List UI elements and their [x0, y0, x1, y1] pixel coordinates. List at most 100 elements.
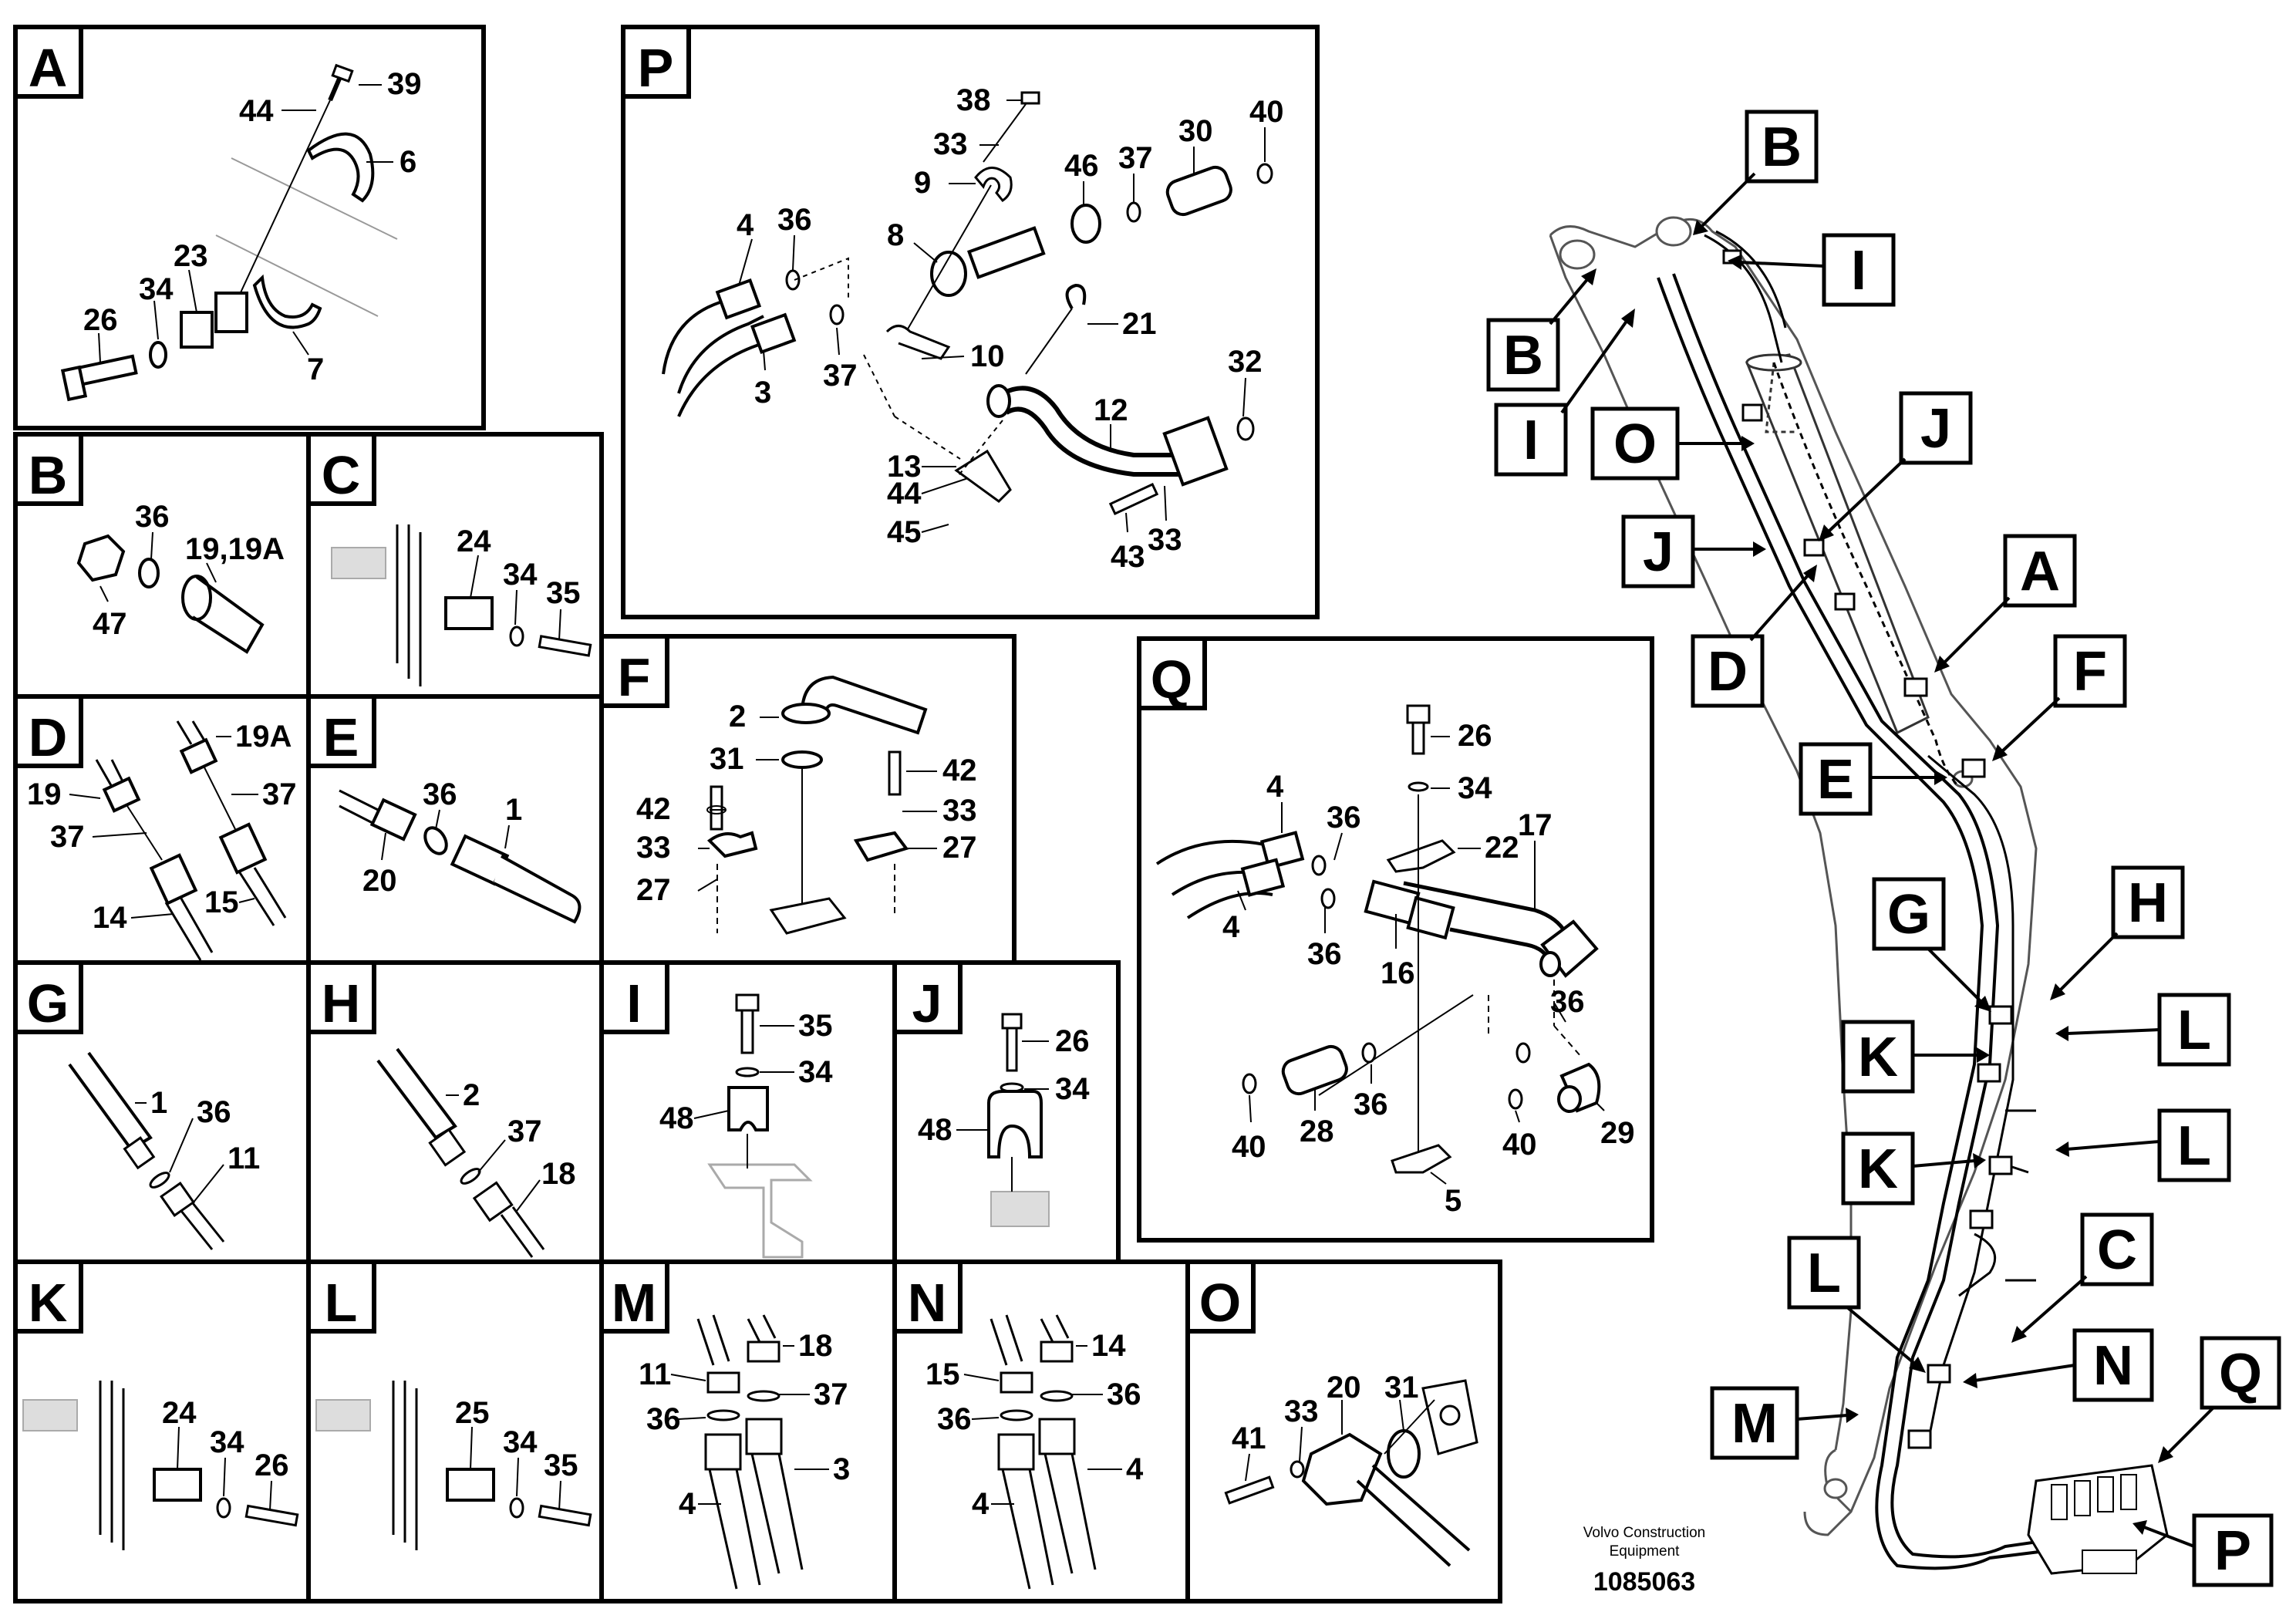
panel-d: D 19A 19 37 37 14 15 [13, 694, 311, 965]
drawing-number: 1085063 [1593, 1567, 1695, 1597]
panel-letter: C [322, 445, 361, 505]
callout-label: B [1503, 325, 1543, 386]
panel-letter: G [27, 973, 69, 1034]
part-number: 14 [1091, 1329, 1126, 1363]
part-number: 36 [1107, 1378, 1141, 1411]
part-number: 24 [162, 1396, 197, 1430]
panel-k: K 24 34 26 [13, 1259, 311, 1603]
part-number: 11 [639, 1357, 671, 1391]
panel-letter: I [626, 973, 641, 1034]
callout-label: B [1762, 116, 1802, 178]
part-number: 34 [798, 1055, 833, 1089]
callout-label: E [1817, 749, 1854, 811]
part-number: 44 [239, 94, 274, 128]
callout-label: K [1858, 1138, 1898, 1200]
part-number: 20 [1327, 1371, 1361, 1404]
part-number: 31 [1384, 1371, 1419, 1404]
part-number: 47 [93, 607, 127, 641]
part-number: 24 [457, 524, 491, 558]
part-number: 31 [710, 742, 744, 776]
part-number: 39 [387, 67, 422, 101]
part-number: 35 [544, 1448, 578, 1482]
callout-label: L [1807, 1243, 1841, 1304]
part-number: 26 [83, 303, 118, 337]
part-number: 27 [942, 831, 977, 865]
part-number: 30 [1178, 114, 1213, 148]
part-number: 33 [1148, 523, 1182, 557]
part-number: 28 [1300, 1114, 1334, 1148]
part-number: 4 [972, 1487, 990, 1521]
part-number: 48 [918, 1113, 952, 1147]
part-number: 42 [942, 754, 977, 787]
part-number: 15 [925, 1357, 960, 1391]
part-number: 18 [798, 1329, 833, 1363]
part-number: 6 [400, 145, 416, 179]
part-number: 36 [423, 777, 457, 811]
part-number: 45 [887, 515, 922, 549]
panel-letter: O [1199, 1273, 1241, 1333]
part-number: 36 [646, 1402, 681, 1436]
panel-q: Q [1137, 636, 1654, 1243]
part-number: 21 [1122, 307, 1157, 341]
panel-i: I 35 34 48 [599, 960, 897, 1264]
panel-letter: F [618, 647, 651, 707]
part-number: 18 [541, 1157, 576, 1191]
part-number: 33 [636, 831, 671, 865]
part-number: 36 [135, 500, 170, 534]
panel-letter: Q [1151, 649, 1192, 710]
callout-label: Q [2219, 1343, 2262, 1404]
part-number: 36 [197, 1095, 231, 1129]
part-number: 37 [814, 1378, 848, 1411]
panel-o: O 20 31 33 41 [1185, 1259, 1502, 1603]
panel-c: C 24 34 35 [306, 432, 604, 699]
boom-arm-overview [1549, 216, 2169, 1575]
part-number: 20 [362, 864, 397, 898]
callout-label: J [1920, 398, 1951, 460]
panel-letter: P [638, 38, 674, 98]
part-number: 36 [1307, 937, 1342, 971]
panel-letter: H [322, 973, 361, 1034]
part-number: 4 [737, 208, 754, 242]
part-number: 36 [1354, 1088, 1388, 1121]
part-number: 23 [174, 239, 208, 273]
part-number: 37 [50, 820, 85, 854]
panel-letter: L [325, 1273, 358, 1333]
part-number: 33 [1284, 1394, 1319, 1428]
part-number: 27 [636, 873, 671, 907]
callout-label: F [2073, 641, 2107, 703]
panel-m: M 18 11 37 36 3 4 [599, 1259, 897, 1603]
part-number: 46 [1064, 149, 1099, 183]
callout-label: L [2177, 1115, 2211, 1177]
part-number: 1 [505, 793, 522, 827]
part-number: 40 [1249, 95, 1284, 129]
panel-letter: N [908, 1273, 947, 1333]
part-number: 3 [754, 376, 771, 410]
part-number: 13 [887, 450, 922, 484]
part-number: 44 [887, 477, 922, 511]
part-number: 4 [1222, 910, 1240, 944]
callout-label: N [2093, 1335, 2133, 1397]
brand-line-2: Equipment [1610, 1543, 1681, 1560]
part-number: 35 [798, 1009, 833, 1043]
part-number: 35 [546, 576, 581, 610]
brand-line-1: Volvo Construction [1583, 1525, 1705, 1541]
part-number: 2 [463, 1078, 480, 1112]
part-number: 14 [93, 901, 127, 935]
panel-b: B 36 19,19A 47 [13, 432, 311, 699]
part-number: 29 [1600, 1116, 1635, 1150]
footer: Volvo Construction Equipment 1085063 [1583, 1525, 1705, 1597]
part-number: 4 [1126, 1452, 1144, 1486]
part-number: 33 [942, 794, 977, 828]
panel-g: G 1 36 11 [13, 960, 311, 1264]
part-number: 33 [933, 127, 968, 161]
part-number: 37 [262, 777, 297, 811]
part-number: 34 [210, 1425, 244, 1459]
callout-label: K [1858, 1027, 1898, 1088]
part-number: 34 [503, 558, 538, 592]
part-number: 22 [1485, 831, 1519, 865]
callout-label: I [1523, 410, 1539, 471]
part-number: 34 [503, 1425, 538, 1459]
part-number: 25 [455, 1396, 490, 1430]
panel-a: A 39 44 6 23 34 26 7 [13, 25, 486, 430]
